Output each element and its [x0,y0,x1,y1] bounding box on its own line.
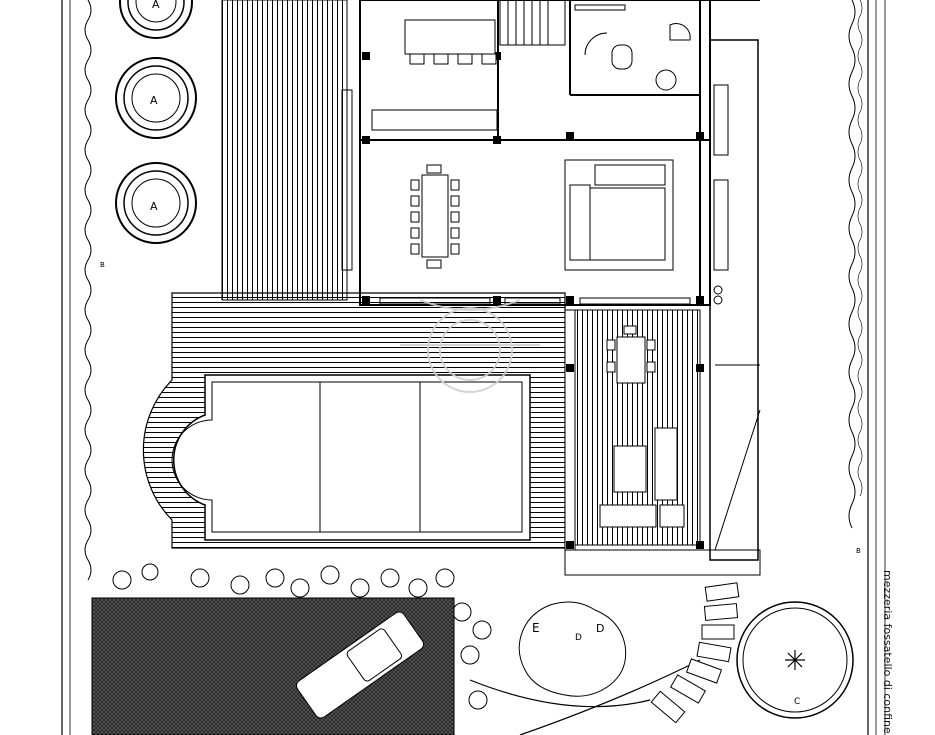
tree-right [736,601,854,719]
window-glazing [341,84,729,305]
staircase [499,0,566,46]
plant-label-c: C [794,697,800,707]
left-hedge [84,0,92,581]
bathroom-fixtures [574,4,691,91]
plant-label-e: E [532,621,540,635]
tree-1 [119,0,193,39]
tree-2 [115,57,197,139]
kitchen-island [371,19,498,131]
plant-labels: A A A E D D C B B [100,0,861,707]
terrace-sofa-set [599,427,685,528]
tree-label-2: A [150,94,158,107]
service-ramp [564,364,761,576]
house-outline [359,0,760,561]
right-hedge [848,0,856,529]
plant-label-b2: B [856,547,861,555]
car [295,611,425,719]
tree-row [115,0,197,244]
terrace-wall [564,309,576,551]
tree-3 [115,162,197,244]
watermark-logo [400,299,540,393]
swimming-pool [171,374,531,541]
property-boundary [61,0,886,735]
plant-label-b1: B [100,261,105,269]
boundary-label: mezzeria fossatello di confine [881,570,894,734]
tree-bush [518,601,627,697]
tree-label-3: A [150,200,158,213]
plant-label-d1: D [575,633,582,643]
living-room-sofa [564,159,674,271]
structural-columns [362,52,704,549]
tree-label-1: A [152,0,160,11]
terrace-dining-set [606,325,656,384]
shrub-row [112,563,492,710]
plant-label-d2: D [596,622,604,635]
dining-table [410,164,460,269]
deck-upper-left [221,0,348,301]
garden-path [469,582,740,735]
